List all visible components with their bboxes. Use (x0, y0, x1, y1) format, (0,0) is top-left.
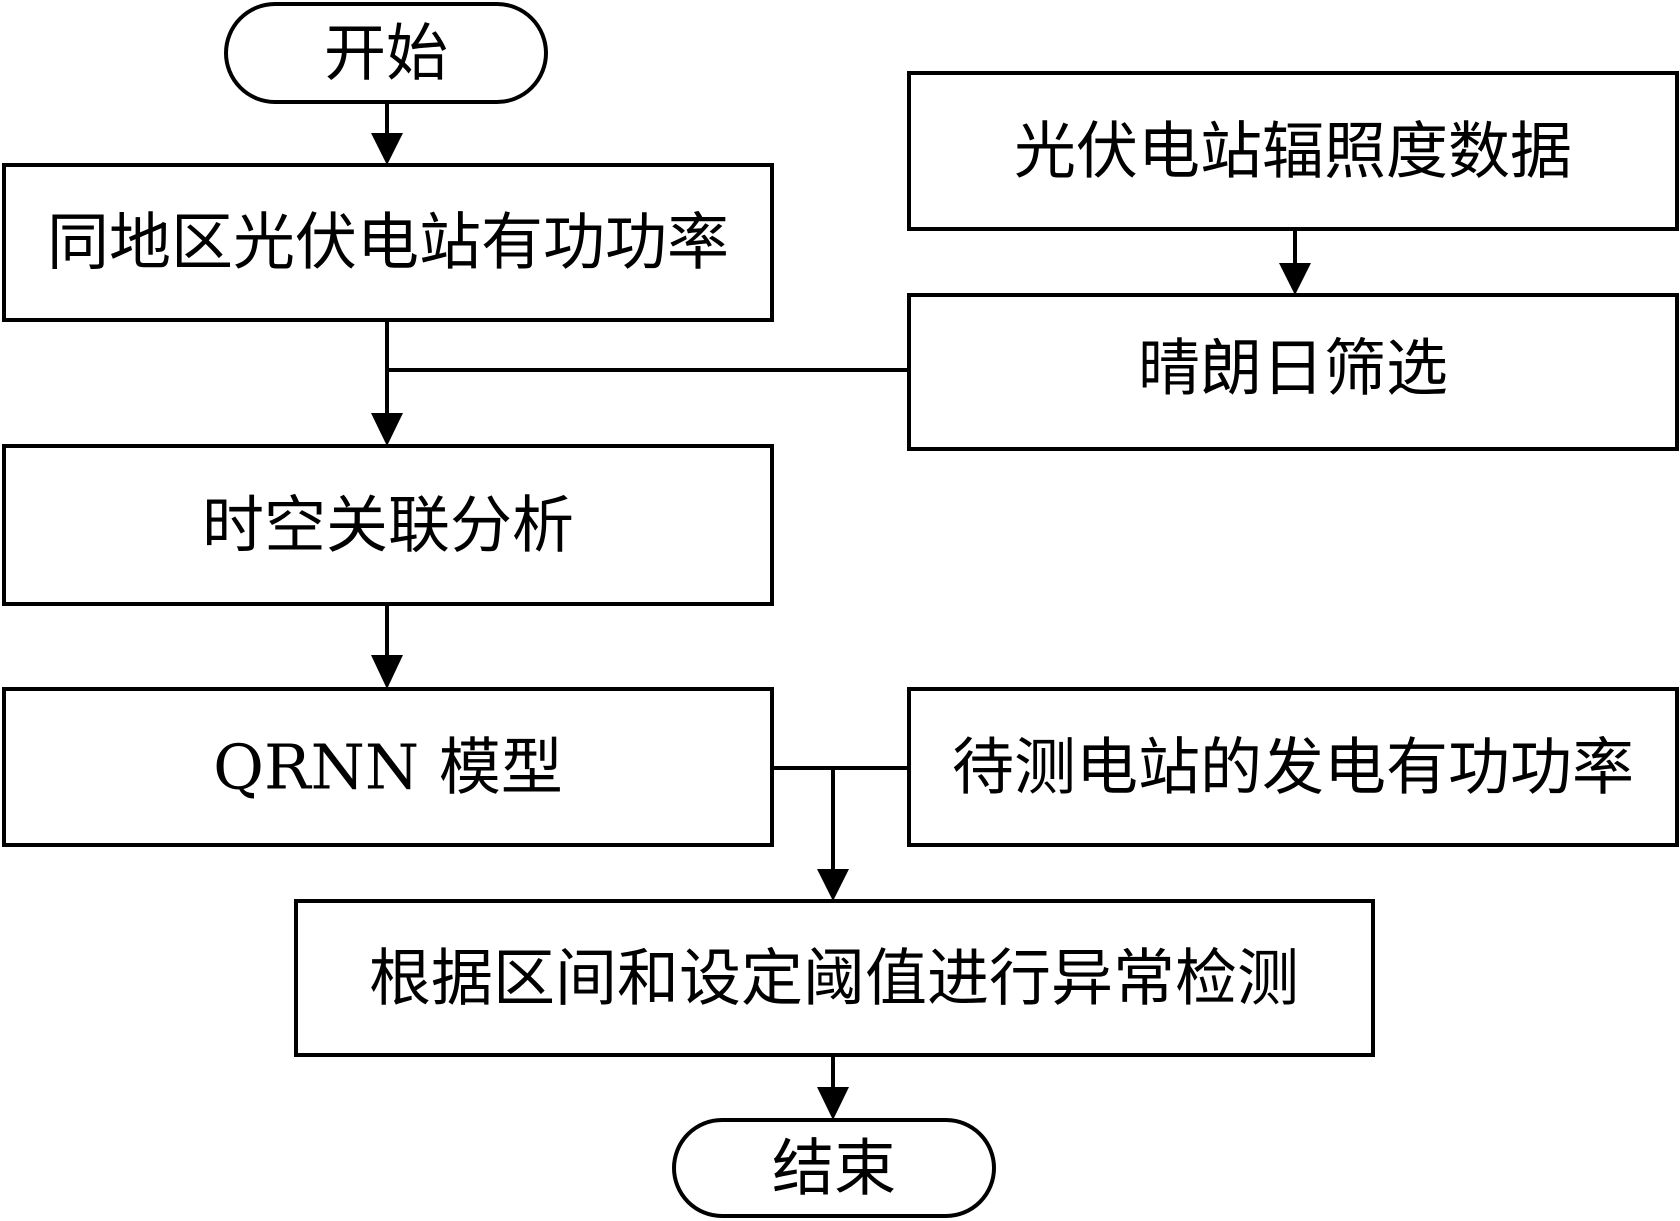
node-clear-day-filter-label: 晴朗日筛选 (1138, 332, 1448, 405)
node-start: 开始 (224, 2, 548, 104)
node-anomaly-detection-label: 根据区间和设定阈值进行异常检测 (369, 942, 1299, 1015)
node-end-label: 结束 (772, 1132, 896, 1205)
node-end: 结束 (672, 1118, 996, 1218)
connectors (371, 102, 1311, 1120)
node-spatiotemporal-analysis: 时空关联分析 (2, 444, 774, 606)
node-irradiance-data-label: 光伏电站辐照度数据 (1014, 115, 1572, 188)
node-anomaly-detection: 根据区间和设定阈值进行异常检测 (294, 899, 1375, 1057)
arrowhead-analysis (371, 413, 403, 446)
node-target-station-power-label: 待测电站的发电有功功率 (952, 731, 1634, 804)
arrowhead-end (817, 1087, 849, 1120)
arrowhead-filter (1279, 263, 1311, 295)
node-qrnn-model-label: QRNN 模型 (213, 731, 563, 804)
node-start-label: 开始 (324, 17, 448, 90)
node-irradiance-data: 光伏电站辐照度数据 (907, 71, 1679, 231)
arrowhead-qrnn (371, 655, 403, 689)
arrowhead-detection (817, 869, 849, 901)
node-regional-power: 同地区光伏电站有功功率 (2, 163, 774, 322)
node-regional-power-label: 同地区光伏电站有功功率 (47, 206, 729, 279)
node-qrnn-model: QRNN 模型 (2, 687, 774, 847)
node-spatiotemporal-analysis-label: 时空关联分析 (202, 489, 574, 562)
arrowhead-regional-power (371, 133, 403, 165)
node-target-station-power: 待测电站的发电有功功率 (907, 687, 1679, 847)
node-clear-day-filter: 晴朗日筛选 (907, 293, 1679, 451)
